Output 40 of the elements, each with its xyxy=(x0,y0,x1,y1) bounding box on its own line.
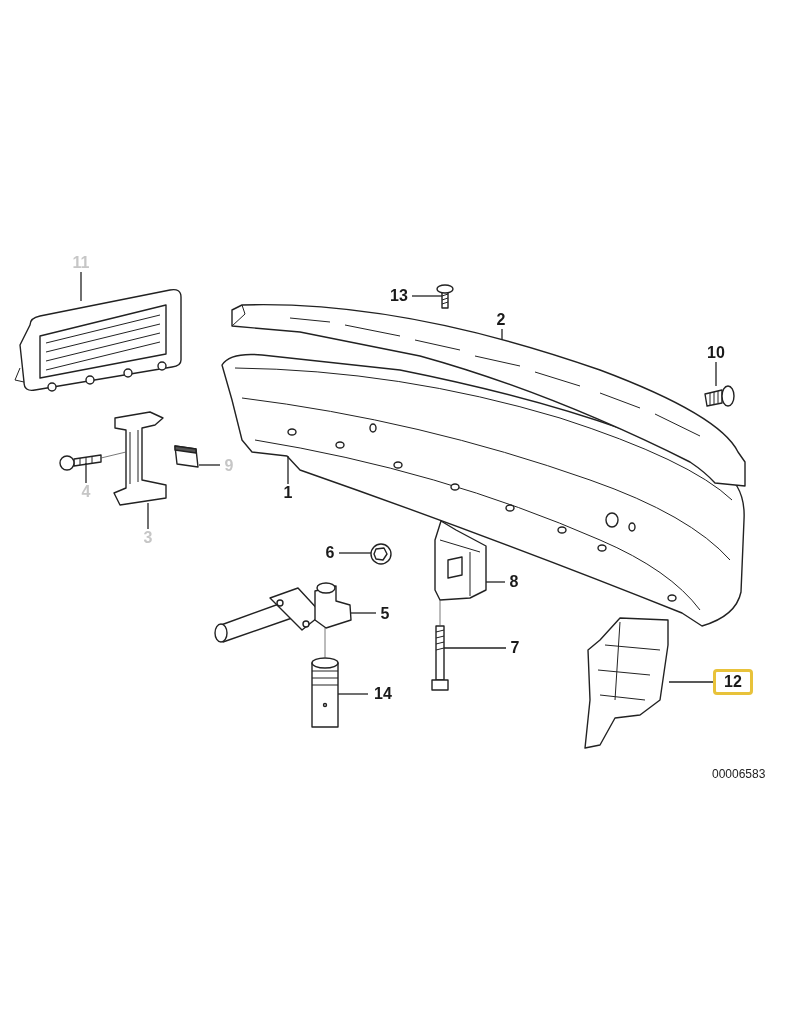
nut-drawing xyxy=(369,541,393,568)
callout-number: 10 xyxy=(702,344,730,362)
bolt-drawing xyxy=(430,622,452,692)
callout-number: 6 xyxy=(321,544,339,562)
leader-line xyxy=(411,295,443,297)
callout-number: 2 xyxy=(492,311,510,329)
leader-line xyxy=(350,612,377,614)
leader-line xyxy=(715,361,717,387)
sleeve-drawing xyxy=(310,657,340,729)
leader-line xyxy=(198,464,221,466)
leader-line xyxy=(287,455,289,485)
callout-number: 13 xyxy=(386,287,412,305)
tube-drawing xyxy=(213,580,353,646)
mounting-clip-drawing xyxy=(110,410,168,506)
callout-number: 3 xyxy=(139,529,157,547)
leader-line xyxy=(337,693,369,695)
alignment-line xyxy=(100,451,127,459)
leader-line xyxy=(485,581,506,583)
alignment-line xyxy=(439,599,441,627)
leader-line xyxy=(147,502,149,530)
leader-line xyxy=(338,552,372,554)
drawing-number: 00006583 xyxy=(712,767,766,781)
callout-number: 14 xyxy=(368,685,398,703)
callout-number: 12 xyxy=(713,669,753,695)
leader-line xyxy=(668,681,714,683)
callout-number: 7 xyxy=(506,639,524,657)
clip-drawing xyxy=(173,443,200,469)
leader-line xyxy=(443,647,507,649)
screw-drawing xyxy=(58,453,103,472)
leader-line xyxy=(85,462,87,484)
callout-number: 9 xyxy=(220,457,238,475)
leader-line xyxy=(80,271,82,302)
callout-number: 8 xyxy=(505,573,523,591)
bracket-drawing xyxy=(583,616,671,750)
callout-number: 4 xyxy=(77,483,95,501)
callout-number: 11 xyxy=(68,254,94,272)
callout-number: 5 xyxy=(376,605,394,623)
alignment-line xyxy=(324,627,326,659)
callout-number: 1 xyxy=(279,484,297,502)
screw-drawing xyxy=(436,283,456,310)
